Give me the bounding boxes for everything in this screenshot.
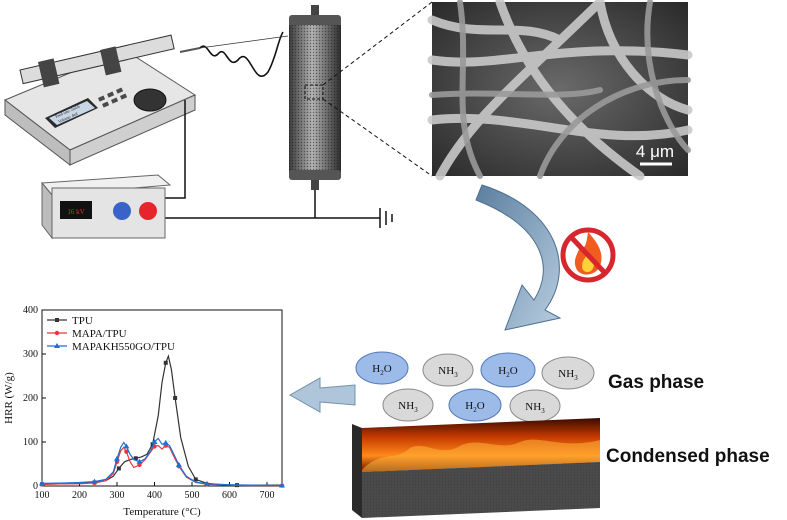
x-tick-label: 100 <box>35 490 50 501</box>
x-tick-label: 300 <box>110 490 125 501</box>
svg-text:NH3: NH3 <box>525 401 545 415</box>
series-point <box>54 330 60 336</box>
sem-image: 4 μm <box>427 0 693 181</box>
series-3 <box>39 437 285 488</box>
series-point <box>39 480 45 486</box>
series-point <box>116 466 121 471</box>
y-tick-label: 0 <box>33 481 38 492</box>
svg-text:NH3: NH3 <box>558 368 578 382</box>
syringe-pump: Feed rate: 2ml/h Volume: 4ml <box>4 34 201 167</box>
series-line <box>41 444 282 487</box>
series-point <box>279 482 285 488</box>
cloud-nh3: NH3 <box>382 388 434 422</box>
pump-dial <box>133 88 167 112</box>
series-line <box>41 354 282 486</box>
svg-text:H2O: H2O <box>372 363 391 377</box>
series-point <box>124 449 129 454</box>
series-point <box>175 461 182 467</box>
svg-text:NH3: NH3 <box>398 400 418 414</box>
series-point <box>193 477 198 482</box>
no-fire-icon <box>560 227 616 283</box>
series-point <box>123 443 130 449</box>
blue-knob <box>113 202 131 220</box>
series-point <box>151 439 158 444</box>
polymer-jet <box>199 31 284 77</box>
legend-entry: MAPAKH550GO/TPU <box>47 341 175 353</box>
series-point <box>91 478 98 484</box>
condensed-phase-block <box>352 418 600 518</box>
series-point <box>173 396 178 400</box>
x-tick-label: 600 <box>222 490 237 501</box>
gas-phase-clouds: H2O NH3 H2O NH3 NH3 H2O NH3 <box>355 351 595 423</box>
circuit-wires <box>165 100 393 228</box>
x-tick-label: 400 <box>147 490 162 501</box>
series-point <box>55 318 59 322</box>
series-point <box>150 442 155 447</box>
series-1 <box>40 354 282 488</box>
svg-text:H2O: H2O <box>465 400 484 414</box>
voltage-display: 16 kV <box>67 208 84 216</box>
series-point <box>133 456 138 461</box>
cloud-nh3: NH3 <box>422 353 474 387</box>
high-voltage-supply: 16 kV <box>40 174 172 240</box>
y-tick-label: 300 <box>23 349 38 360</box>
voltage-display-frame <box>60 201 92 219</box>
red-knob <box>139 202 157 220</box>
series-point <box>54 343 60 348</box>
cloud-h2o: H2O <box>355 351 409 385</box>
legend-label: MAPA/TPU <box>72 328 127 340</box>
zoom-region <box>304 84 324 100</box>
series-point <box>114 455 120 461</box>
y-tick-label: 100 <box>23 437 38 448</box>
scale-bar-label: 4 μm <box>636 142 674 161</box>
x-tick-label: 200 <box>72 490 87 501</box>
legend-label: MAPAKH550GO/TPU <box>72 341 175 353</box>
x-tick-label: 500 <box>185 490 200 501</box>
series-point <box>163 360 168 365</box>
drum-collector <box>289 1 433 190</box>
chart-series <box>39 354 285 488</box>
pump-keypad <box>97 87 128 108</box>
series-2 <box>39 443 285 488</box>
series-point <box>162 439 169 445</box>
cloud-h2o: H2O <box>448 388 502 422</box>
x-tick-label: 700 <box>260 490 275 501</box>
legend-entry: MAPA/TPU <box>47 328 127 340</box>
arrow-left <box>288 377 356 413</box>
legend-label: TPU <box>72 315 93 327</box>
condensed-phase-label: Condensed phase <box>606 446 770 467</box>
x-axis-label: Temperature (°C) <box>123 506 201 518</box>
cloud-nh3: NH3 <box>509 389 561 423</box>
series-point <box>204 480 210 486</box>
cloud-nh3: NH3 <box>541 356 595 390</box>
y-tick-label: 400 <box>23 305 38 316</box>
cloud-h2o: H2O <box>480 352 536 388</box>
curved-arrow-down <box>475 184 562 331</box>
series-line <box>41 437 283 487</box>
feed-line <box>199 35 289 49</box>
legend-entry: TPU <box>47 315 93 327</box>
series-point <box>136 458 143 464</box>
y-axis-label: HRR (W/g) <box>3 372 15 424</box>
svg-text:H2O: H2O <box>498 365 517 379</box>
gas-phase-label: Gas phase <box>608 372 704 393</box>
svg-text:NH3: NH3 <box>438 365 458 379</box>
y-tick-label: 200 <box>23 393 38 404</box>
